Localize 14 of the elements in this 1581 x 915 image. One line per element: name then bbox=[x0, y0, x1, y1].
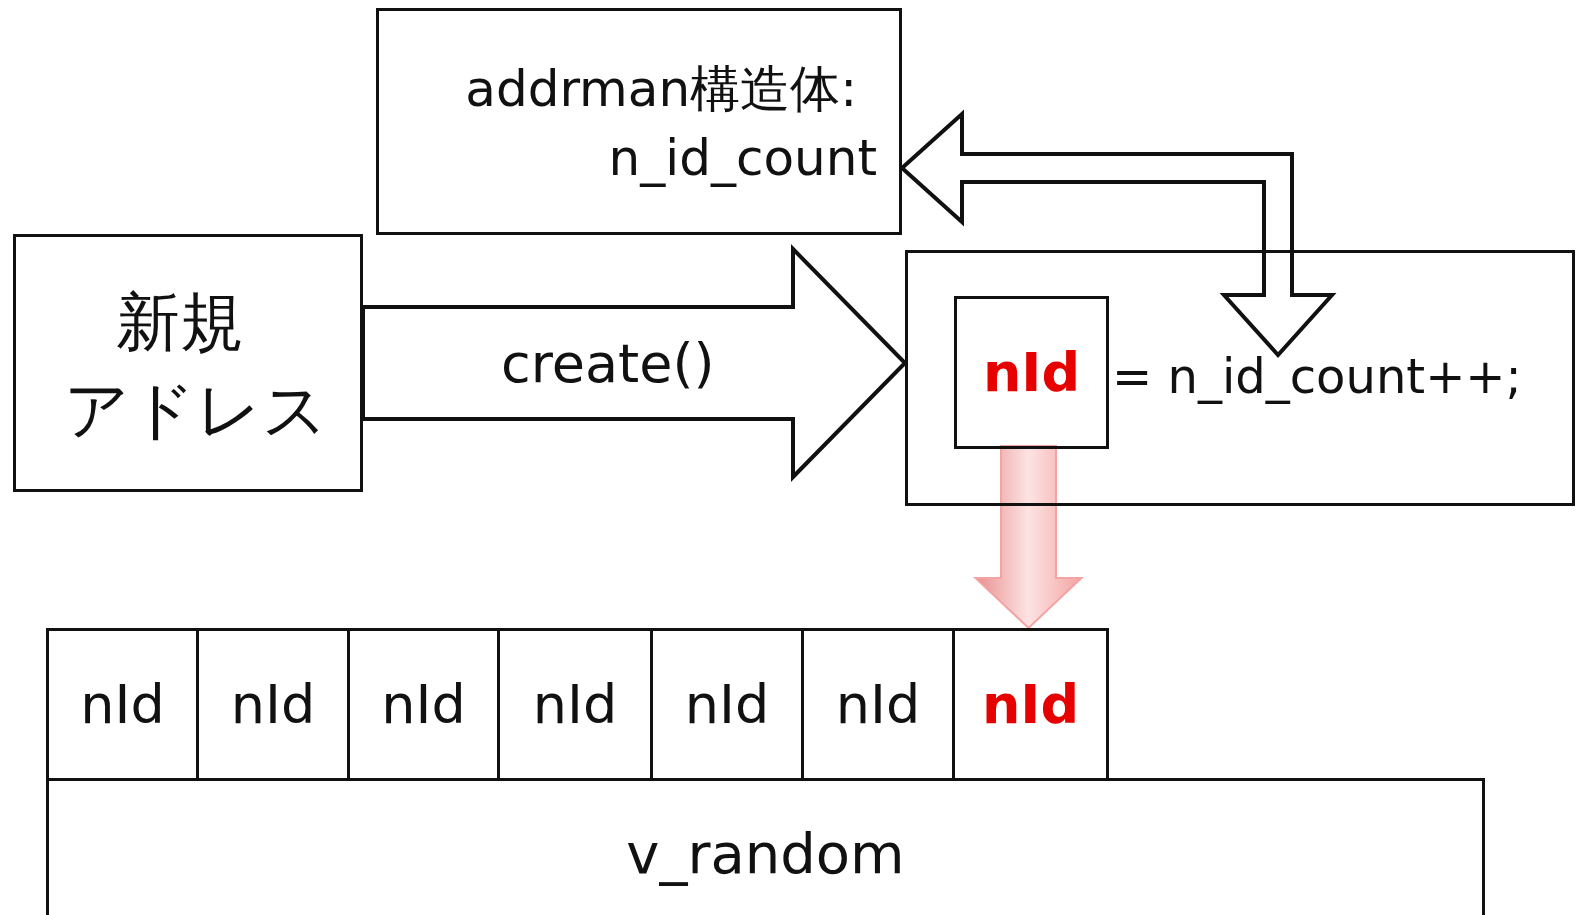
code-box bbox=[905, 250, 1575, 506]
code-text: = n_id_count++; bbox=[1112, 348, 1522, 404]
struct-box bbox=[376, 8, 902, 235]
block-arrow bbox=[899, 109, 1337, 358]
label-text: n_id_count bbox=[608, 129, 877, 187]
array-cell: nId bbox=[46, 628, 199, 781]
block-arrow bbox=[973, 445, 1084, 630]
array-cell: nId bbox=[952, 628, 1109, 781]
box-label: 新規 bbox=[116, 284, 244, 361]
label-text: addrman構造体: bbox=[465, 59, 857, 120]
box-label: アドレス bbox=[64, 372, 328, 449]
variable-box: nId bbox=[954, 296, 1109, 449]
array-label-box: v_random bbox=[46, 778, 1485, 915]
input-box bbox=[13, 234, 363, 492]
